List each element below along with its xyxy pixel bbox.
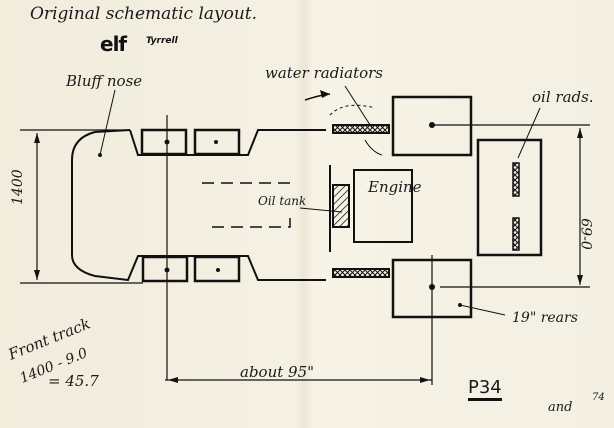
label-bluff-nose: Bluff nose <box>66 72 143 90</box>
label-oil-tank: Oil tank <box>258 194 307 208</box>
page-title: Original schematic layout. <box>30 4 258 24</box>
signature: and <box>548 400 573 415</box>
label-rear-tyres: 19" rears <box>512 310 578 326</box>
label-front-width: 1400 <box>10 169 26 205</box>
label-rear-width: 69-0 <box>577 218 594 250</box>
elf-logo: elf <box>100 32 127 56</box>
label-model: P34 <box>468 378 502 401</box>
tyrrell-logo: Tyrrell <box>146 36 178 46</box>
signature-date: 74 <box>592 392 605 403</box>
label-engine: Engine <box>368 178 422 196</box>
label-oil-rads: oil rads. <box>532 88 594 106</box>
label-water-radiators: water radiators <box>265 64 384 82</box>
label-front-track-result: = 45.7 <box>48 372 99 390</box>
label-wheelbase: about 95" <box>240 363 315 381</box>
